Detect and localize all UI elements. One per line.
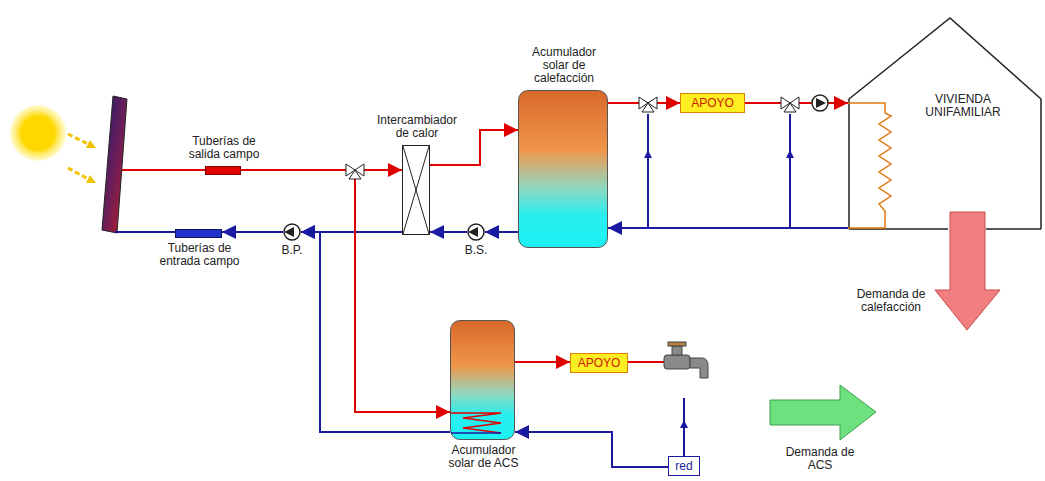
tap	[664, 355, 690, 369]
three-way-valve	[784, 103, 796, 112]
tap	[690, 358, 708, 378]
acs-pipes	[628, 362, 684, 456]
house-outline	[849, 18, 1041, 229]
secondary-pump: B.S.	[467, 223, 485, 241]
sun-rays	[86, 175, 96, 183]
demand-label: Demanda de ACS	[780, 446, 860, 472]
tap	[668, 342, 686, 346]
pipe-connector	[608, 227, 848, 229]
pump-symbol	[284, 224, 300, 240]
three-way-valve	[642, 103, 654, 112]
node-label: VIVIENDA UNIFAMILIAR	[908, 93, 1018, 119]
solar-collector	[102, 96, 127, 233]
secondary-pump-shape	[467, 223, 485, 241]
three-way-valve	[639, 97, 657, 112]
mains-arrow	[680, 420, 688, 428]
node-label: red	[675, 460, 692, 473]
three-way-valve	[781, 97, 799, 112]
heating-tank: Acumulador solar de calefacción	[518, 90, 608, 248]
bypass-pipes	[647, 114, 649, 228]
primary-pump-shape	[283, 223, 301, 241]
node-label: B.P.	[276, 244, 308, 257]
node-label: Tuberías de salida campo	[179, 135, 269, 161]
heat-exchanger-shape	[403, 146, 431, 236]
exchanger-cross	[403, 146, 429, 234]
heating-pump	[816, 98, 826, 108]
backup-heater: APOYO	[680, 93, 745, 113]
demand-label: Demanda de calefacción	[850, 288, 932, 314]
heating-pump	[812, 95, 828, 111]
tap	[672, 346, 682, 355]
pump-symbol	[468, 224, 484, 240]
collector-pipes	[115, 231, 175, 233]
node-label: APOYO	[578, 357, 621, 370]
solar-collector	[102, 96, 127, 233]
heating-pump	[812, 95, 828, 111]
three-way-valve	[346, 164, 364, 179]
three-way-valve	[349, 170, 361, 179]
node-label: APOYO	[691, 97, 734, 110]
tap	[664, 342, 708, 378]
node-label: Tuberías de entrada campo	[154, 242, 246, 268]
pipe-connector	[430, 231, 467, 233]
dhw-tank: Acumulador solar de ACS	[450, 320, 515, 440]
sun-rays	[68, 134, 96, 183]
node-label: Intercambiador de calor	[372, 114, 462, 140]
coil	[451, 413, 501, 433]
primary-pump: B.P.	[283, 223, 301, 241]
pump-symbol	[468, 227, 478, 237]
collector-pipes	[122, 169, 205, 171]
bypass-pipes	[648, 114, 790, 228]
mains-box: red	[668, 456, 700, 476]
sun-rays	[86, 140, 96, 148]
backup-heater: APOYO	[570, 353, 628, 373]
pipe-connector	[222, 231, 283, 233]
inlet-pipe: Tuberías de entrada campo	[175, 229, 222, 238]
node-label: B.S.	[460, 244, 492, 257]
sun-rays	[68, 168, 90, 180]
dhw-tank-shape	[451, 321, 516, 441]
acs-pipes	[628, 361, 664, 363]
acs-demand-arrow	[770, 385, 876, 440]
bypass-arrows	[644, 150, 794, 158]
sun-rays	[68, 134, 90, 145]
sun	[10, 105, 66, 161]
pipe-connector	[301, 232, 450, 432]
pipe-connector	[485, 231, 518, 233]
bypass-pipes	[789, 114, 791, 228]
pipe-connector	[515, 361, 570, 363]
node-label: Acumulador solar de calefacción	[524, 46, 604, 85]
house: VIVIENDA UNIFAMILIAR	[848, 15, 1043, 230]
heat-exchanger: Intercambiador de calor	[402, 145, 430, 235]
outlet-pipe: Tuberías de salida campo	[205, 166, 241, 175]
bypass-arrows	[786, 150, 794, 158]
acs-demand-arrow	[770, 385, 876, 440]
heating-coil	[848, 103, 891, 228]
mains-arrow	[680, 420, 688, 428]
sun	[10, 105, 66, 161]
node-label: Acumulador solar de ACS	[442, 444, 526, 470]
bypass-arrows	[644, 150, 652, 158]
coil	[451, 432, 501, 434]
pipe-connector	[430, 130, 518, 165]
house-shape	[848, 15, 1043, 230]
pump-symbol	[284, 227, 294, 237]
pipe-connector	[515, 432, 668, 467]
collector-pipes	[115, 170, 205, 232]
